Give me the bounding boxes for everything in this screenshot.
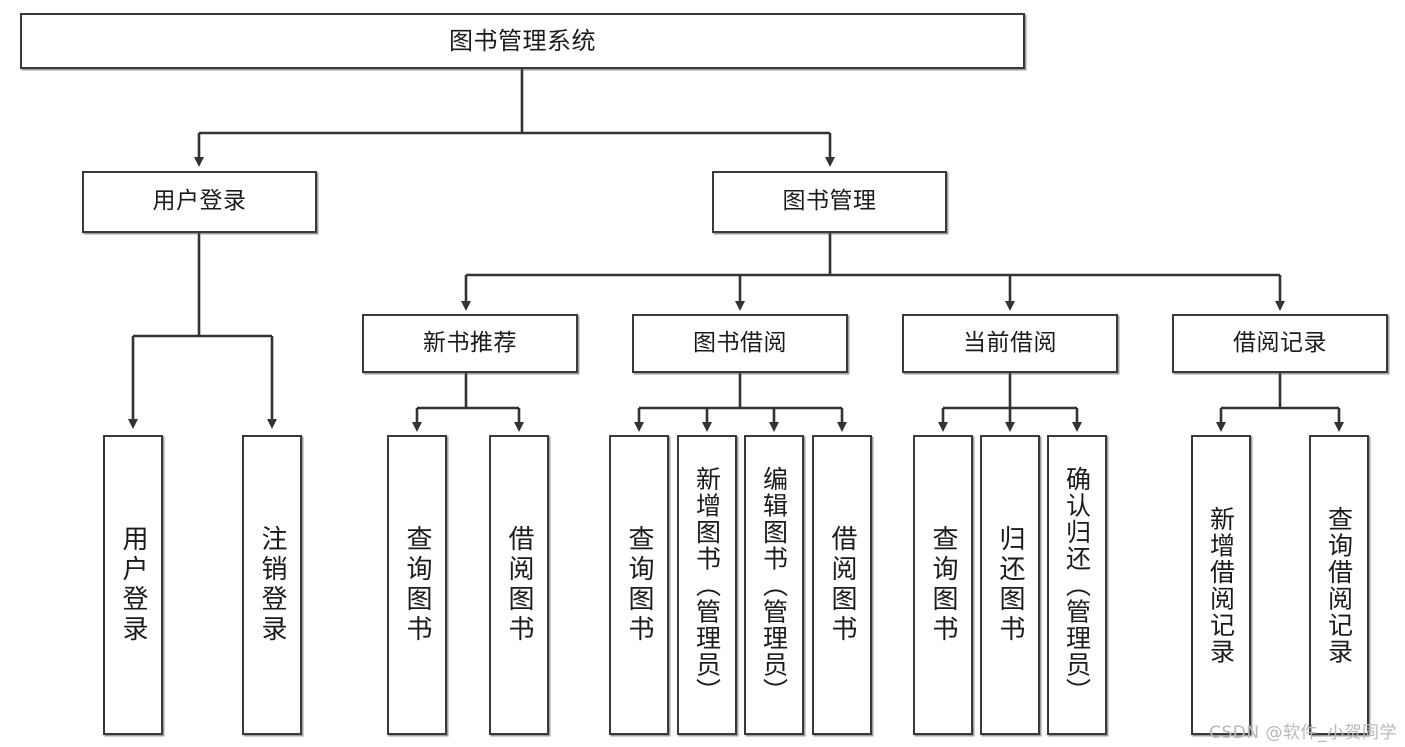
- node-label: 用户登录: [152, 188, 247, 215]
- node-borrow-record[interactable]: 借阅记录: [1172, 314, 1388, 373]
- node-label: 查询图书: [402, 525, 432, 645]
- node-label: 用户登录: [118, 525, 148, 645]
- node-current-borrow[interactable]: 当前借阅: [902, 314, 1118, 373]
- node-label: 注销登录: [257, 525, 287, 645]
- leaf-book-borrow-borrow[interactable]: 借阅图书: [812, 435, 872, 735]
- node-root-system[interactable]: 图书管理系统: [20, 13, 1025, 69]
- leaf-book-borrow-edit[interactable]: 编辑图书（管理员）: [744, 435, 804, 735]
- leaf-book-borrow-add[interactable]: 新增图书（管理员）: [677, 435, 737, 735]
- node-label: 新增图书（管理员）: [692, 465, 722, 705]
- node-label: 编辑图书（管理员）: [759, 465, 789, 705]
- node-book-management[interactable]: 图书管理: [712, 171, 947, 233]
- leaf-new-book-query[interactable]: 查询图书: [387, 435, 447, 735]
- leaf-user-login-login[interactable]: 用户登录: [103, 435, 163, 735]
- node-label: 新书推荐: [423, 329, 517, 356]
- leaf-current-borrow-return[interactable]: 归还图书: [980, 435, 1040, 735]
- leaf-current-borrow-query[interactable]: 查询图书: [913, 435, 973, 735]
- leaf-user-login-logout[interactable]: 注销登录: [242, 435, 302, 735]
- node-label: 查询图书: [624, 525, 654, 645]
- node-label: 查询借阅记录: [1324, 505, 1354, 665]
- watermark-text: CSDN @软件_小贺同学: [1209, 723, 1397, 743]
- node-label: 确认归还（管理员）: [1062, 465, 1092, 705]
- leaf-borrow-record-add[interactable]: 新增借阅记录: [1191, 435, 1251, 735]
- leaf-book-borrow-query[interactable]: 查询图书: [609, 435, 669, 735]
- node-user-login[interactable]: 用户登录: [82, 171, 317, 233]
- node-label: 查询图书: [928, 525, 958, 645]
- node-label: 借阅图书: [504, 525, 534, 645]
- node-label: 图书管理: [782, 188, 877, 215]
- leaf-new-book-borrow[interactable]: 借阅图书: [489, 435, 549, 735]
- leaf-current-borrow-confirm-return[interactable]: 确认归还（管理员）: [1047, 435, 1107, 735]
- leaf-borrow-record-query[interactable]: 查询借阅记录: [1309, 435, 1369, 735]
- node-new-book-recommend[interactable]: 新书推荐: [362, 314, 578, 373]
- node-label: 借阅图书: [827, 525, 857, 645]
- node-label: 当前借阅: [963, 329, 1057, 356]
- node-label: 图书借阅: [693, 329, 787, 356]
- node-label: 归还图书: [995, 525, 1025, 645]
- node-label: 借阅记录: [1233, 329, 1327, 356]
- node-label: 新增借阅记录: [1206, 505, 1236, 665]
- node-label: 图书管理系统: [449, 26, 596, 55]
- node-book-borrow[interactable]: 图书借阅: [632, 314, 848, 373]
